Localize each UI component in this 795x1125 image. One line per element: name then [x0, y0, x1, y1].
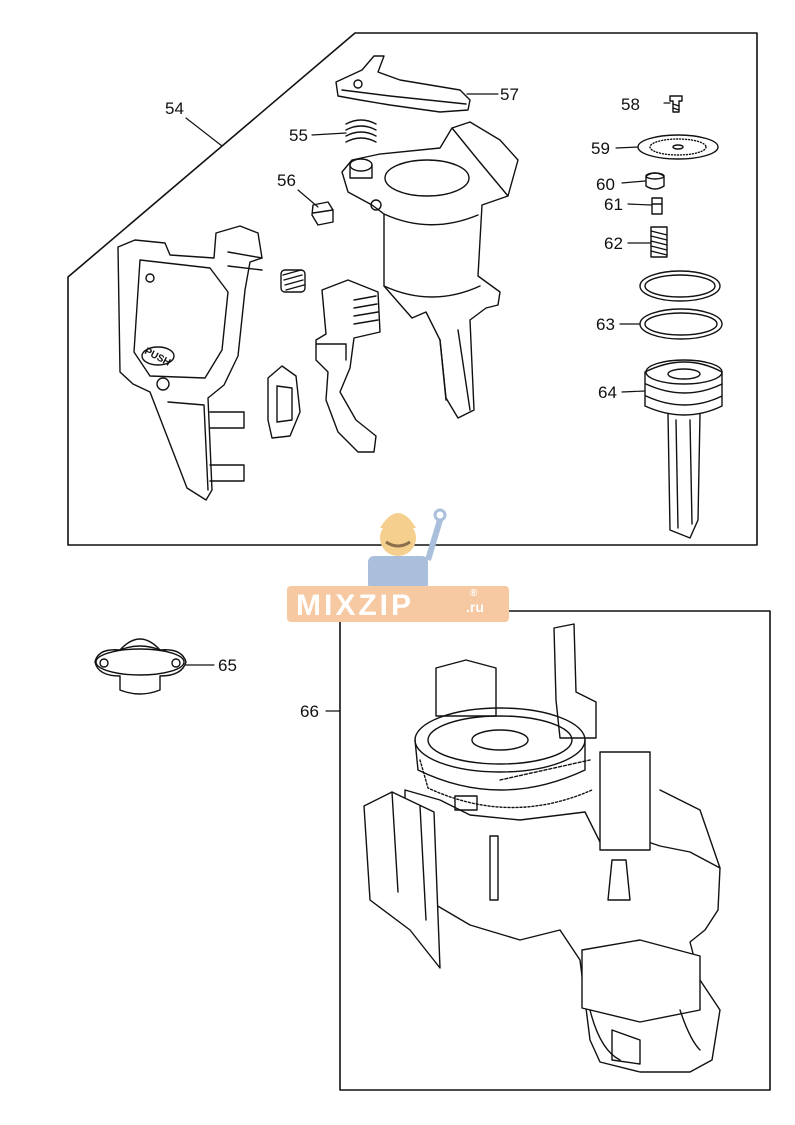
watermark-reg: ®	[470, 588, 478, 599]
watermark-banner	[287, 586, 509, 622]
part-55-spring	[345, 119, 377, 143]
callout-56: 56	[277, 171, 296, 190]
part-62-spring	[650, 226, 668, 258]
callout-63: 63	[596, 315, 615, 334]
part-lever-arm	[315, 279, 381, 453]
part-65-cap	[94, 638, 187, 695]
assembly-frame-66	[339, 610, 771, 1091]
callout-58: 58	[621, 95, 640, 114]
part-latch	[267, 365, 301, 439]
watermark-brand: MIXZIP	[296, 589, 414, 622]
callout-64: 64	[598, 383, 617, 402]
part-64-valve	[644, 359, 723, 539]
assembly-frame-54	[67, 32, 758, 546]
part-56-button	[311, 201, 334, 226]
callout-61: 61	[604, 195, 623, 214]
callout-65: 65	[218, 656, 237, 675]
part-58-screw	[669, 95, 683, 113]
watermark-suffix: .ru	[466, 599, 484, 615]
part-central-chamber	[341, 121, 519, 419]
callout-59: 59	[591, 139, 610, 158]
part-57-bracket	[335, 55, 471, 113]
callout-62: 62	[604, 234, 623, 253]
part-66-motor-assembly	[363, 623, 721, 1073]
mascot-icon	[368, 508, 447, 590]
callout-60: 60	[596, 175, 615, 194]
part-small-spring	[280, 269, 306, 293]
callout-54: 54	[165, 99, 184, 118]
callout-55: 55	[289, 126, 308, 145]
part-60-cap	[645, 172, 665, 190]
part-61-pin	[651, 197, 663, 215]
leader-lines	[185, 93, 671, 712]
part-push-lever-housing	[117, 225, 263, 501]
part-63-o-rings	[639, 270, 723, 340]
watermark: MIXZIP .ru ®	[287, 508, 509, 622]
part-59-disc	[637, 134, 719, 160]
callout-57: 57	[500, 85, 519, 104]
callout-66: 66	[300, 702, 319, 721]
callout-labels: 54 55 56 57 58 59 60 61 62 63 64 65 66	[165, 85, 640, 721]
